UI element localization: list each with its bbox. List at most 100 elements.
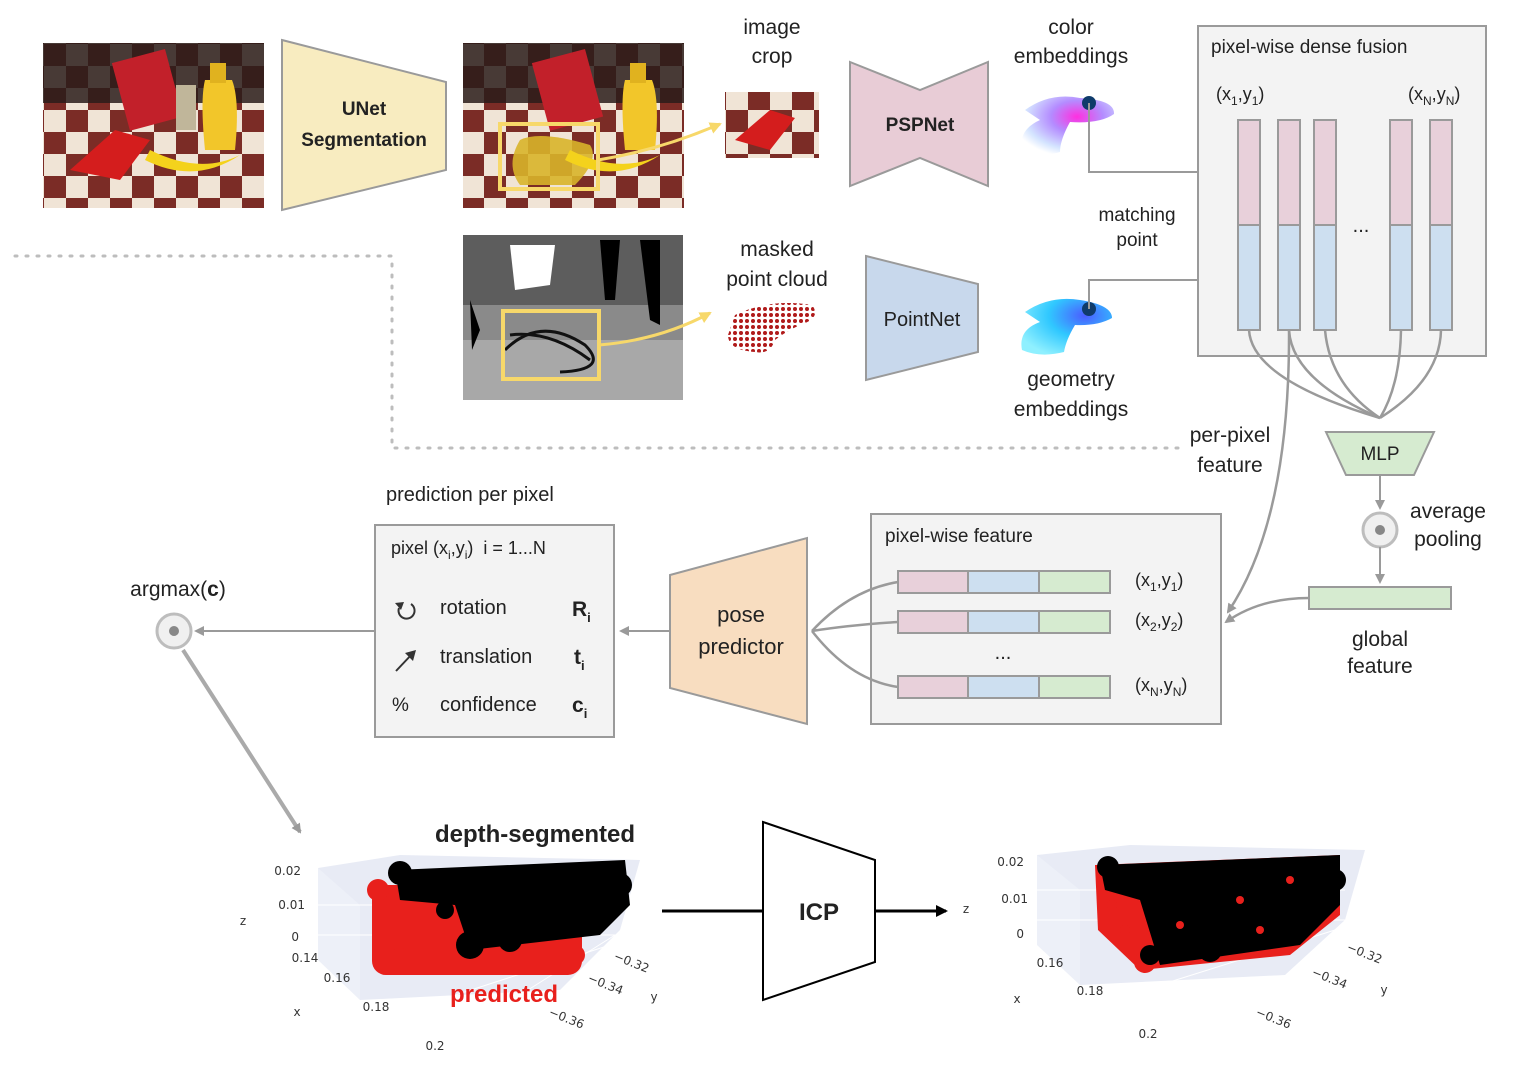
prediction-item-translation: translation ti	[395, 646, 585, 673]
z-tick: 0	[291, 930, 299, 944]
pose-predictor-label-line1: pose	[717, 602, 765, 627]
depth-segmented-label: depth-segmented	[435, 821, 635, 848]
pose-predictor-label-line2: predictor	[698, 634, 784, 659]
rgb-input-image	[43, 43, 264, 208]
segmented-image	[463, 43, 684, 208]
mlp-block: MLP	[1324, 431, 1436, 476]
point-cloud-arrow	[598, 311, 712, 347]
color-embeddings-label-line2: embeddings	[1014, 45, 1128, 68]
mlp-label: MLP	[1360, 444, 1399, 465]
rotation-icon	[395, 602, 416, 620]
masked-point-cloud-label-line2: point cloud	[726, 268, 828, 291]
fusion-column	[1237, 119, 1261, 331]
matching-point-label-line2: point	[1116, 230, 1158, 251]
x-tick: 0.16	[324, 971, 351, 985]
x-tick: 0.16	[1037, 956, 1064, 970]
prediction-item-rotation: rotation Ri	[395, 597, 591, 625]
per-pixel-feature-label-line2: feature	[1197, 454, 1262, 477]
color-to-fusion-connector	[1088, 103, 1234, 177]
unet-segmentation-block: UNet Segmentation	[281, 38, 447, 212]
geometry-embeddings-label-line1: geometry	[1027, 368, 1115, 391]
confidence-label: confidence	[440, 694, 537, 716]
feature-row: (x1,y1)	[897, 570, 1183, 594]
y-tick: −0.34	[586, 971, 625, 998]
fusion-column	[1429, 119, 1453, 331]
translation-symbol: ti	[574, 646, 585, 673]
y-tick: −0.34	[1310, 965, 1349, 992]
x-tick: 0.2	[425, 1039, 444, 1053]
argmax-label: argmax(c)	[130, 578, 226, 601]
dense-fusion-panel: pixel-wise dense fusion (x1,y1) (xN,yN) …	[1197, 25, 1487, 357]
icp-block: ICP	[762, 820, 876, 1002]
x-tick: 0.2	[1138, 1027, 1157, 1041]
x-tick: 0.18	[363, 1000, 390, 1014]
argmax-to-plot-arrow	[181, 648, 302, 834]
geometry-embeddings-cloud	[1021, 298, 1112, 355]
y-tick: −0.36	[547, 1005, 586, 1032]
icp-label: ICP	[799, 899, 839, 926]
per-pixel-feature-label-line1: per-pixel	[1190, 424, 1271, 447]
masked-point-cloud-thumbnail	[728, 302, 816, 353]
pspnet-block: PSPNet	[849, 60, 989, 188]
fusion-ellipsis: ...	[1353, 215, 1370, 237]
image-crop-label-line1: image	[743, 16, 800, 39]
depth-segmented-point-cloud	[388, 860, 632, 959]
z-tick: 0.02	[997, 855, 1024, 869]
x-tick: 0.14	[292, 951, 319, 965]
fusion-column	[1277, 119, 1301, 331]
pixel-wise-feature-panel: pixel-wise feature (x1,y1) (x2,y2) ... (…	[870, 513, 1222, 725]
geometry-to-fusion-connector	[1088, 275, 1234, 309]
dotted-separator	[13, 254, 1182, 450]
global-feature-bar	[1308, 586, 1452, 610]
confidence-symbol: ci	[572, 694, 587, 721]
translation-arrow-icon	[395, 650, 416, 672]
aligned-depth-point-cloud	[1097, 855, 1346, 965]
average-pooling-label-line1: average	[1410, 500, 1486, 523]
prediction-per-pixel-title: prediction per pixel	[386, 484, 554, 506]
y-tick: −0.36	[1254, 1005, 1293, 1032]
z-axis-label: z	[240, 914, 246, 928]
fusion-to-mlp-connectors	[1247, 329, 1443, 420]
image-crop-label-line2: crop	[752, 45, 793, 68]
global-feature-label-line2: feature	[1347, 655, 1412, 678]
prediction-panel: pixel (xi,yi)i = 1...N rotation Ri trans…	[374, 524, 615, 738]
average-pooling-label-line2: pooling	[1414, 528, 1482, 551]
color-embeddings-cloud	[1021, 96, 1115, 155]
z-axis-label: z	[963, 902, 969, 916]
feature-row: (xN,yN)	[897, 675, 1187, 699]
right-3d-plot: 0.02 0.01 0 z 0.16 0.18 0.2 x −0.32 −0.3…	[963, 845, 1388, 1041]
per-pixel-feature-connector	[1226, 329, 1291, 614]
predicted-label: predicted	[450, 981, 558, 1008]
image-crop-thumbnail	[725, 92, 819, 158]
y-tick: −0.32	[1345, 940, 1384, 967]
features-to-pose-connectors	[811, 580, 899, 689]
fusion-column	[1313, 119, 1337, 331]
feature-ellipsis: ...	[995, 642, 1012, 664]
argmax-node	[155, 612, 193, 650]
rotation-symbol: Ri	[572, 598, 591, 625]
z-tick: 0.01	[278, 898, 305, 912]
crop-arrow	[597, 122, 722, 162]
x-axis-label: x	[1013, 992, 1020, 1006]
unet-label-line1: UNet	[342, 99, 387, 120]
dense-fusion-title: pixel-wise dense fusion	[1211, 37, 1407, 58]
pixel-wise-feature-title: pixel-wise feature	[885, 526, 1033, 547]
global-to-pixelwise-connector	[1224, 596, 1310, 624]
pspnet-label: PSPNet	[886, 115, 955, 136]
unet-label-line2: Segmentation	[301, 130, 427, 151]
prediction-item-confidence: % confidence ci	[392, 694, 587, 721]
prediction-header: pixel (xi,yi)i = 1...N	[391, 538, 546, 562]
z-tick: 0.02	[274, 864, 301, 878]
global-feature-label-line1: global	[1352, 628, 1408, 651]
y-tick: −0.32	[612, 949, 651, 976]
left-3d-plot: 0.02 0.01 0 z 0.14 0.16 0.18 0.2 x −0.32…	[240, 855, 658, 1053]
pose-predictor-block: pose predictor	[669, 536, 808, 726]
geometry-embeddings-label-line2: embeddings	[1014, 398, 1128, 421]
y-axis-label: y	[1380, 983, 1387, 997]
masked-point-cloud-label-line1: masked	[740, 238, 814, 261]
x-tick: 0.18	[1077, 984, 1104, 998]
y-axis-label: y	[650, 990, 657, 1004]
pointnet-label: PointNet	[884, 309, 961, 331]
percent-icon: %	[392, 695, 409, 716]
